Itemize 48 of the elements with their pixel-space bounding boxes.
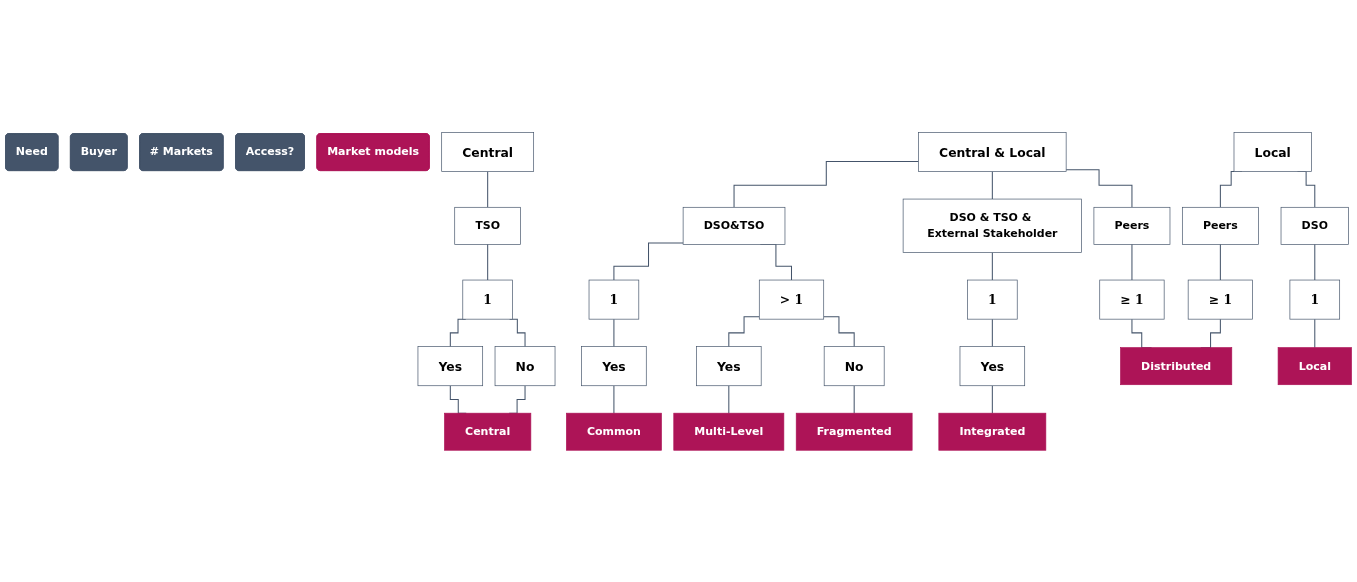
node-box: Fragmented (795, 412, 913, 451)
node-box: ≥ 1 (1099, 279, 1165, 320)
connector (853, 384, 855, 414)
node-box: 1 (588, 279, 640, 320)
node-box: Local (1277, 346, 1352, 385)
node-box: Central (441, 131, 534, 172)
connector (728, 315, 760, 347)
connector (613, 384, 615, 414)
node-box: Common (566, 412, 662, 451)
node-box: Integrated (938, 412, 1047, 451)
node-box: Central (444, 412, 532, 451)
node-box: Local (1233, 131, 1312, 172)
node-box: No (494, 345, 556, 386)
connector (1131, 243, 1133, 281)
connector (991, 384, 993, 414)
node-box: DSO & TSO & External Stakeholder (902, 198, 1082, 253)
node-box: Central & Local (918, 131, 1067, 172)
node-box: Yes (696, 345, 762, 386)
node-box: 1 (462, 279, 513, 320)
node-box: TSO (454, 206, 521, 245)
node-box: 1 (1289, 279, 1341, 320)
node-box: Yes (959, 345, 1026, 386)
node-box: Yes (581, 345, 647, 386)
node-box: Peers (1093, 206, 1171, 245)
connector (991, 251, 993, 281)
connector (728, 384, 730, 414)
connector (1314, 243, 1316, 281)
node-box: Peers (1182, 206, 1259, 245)
connector (1314, 318, 1316, 348)
connector (613, 318, 615, 347)
node-box: Multi-Level (673, 412, 785, 451)
connector (487, 170, 489, 208)
node-box: DSO (1280, 206, 1349, 245)
node-box: 1 (967, 279, 1018, 320)
node-box: > 1 (758, 279, 825, 320)
node-box: Yes (417, 345, 484, 386)
node-box: No (823, 345, 885, 386)
node-box: DSO&TSO (682, 206, 786, 245)
node-box: Distributed (1120, 346, 1233, 385)
connector (733, 160, 920, 208)
connector (991, 170, 993, 200)
connector (487, 243, 489, 281)
node-box: ≥ 1 (1187, 279, 1253, 320)
connector (1219, 243, 1221, 281)
connector (823, 315, 855, 347)
connector (991, 318, 993, 347)
connector (1065, 168, 1133, 208)
connector (613, 242, 684, 281)
